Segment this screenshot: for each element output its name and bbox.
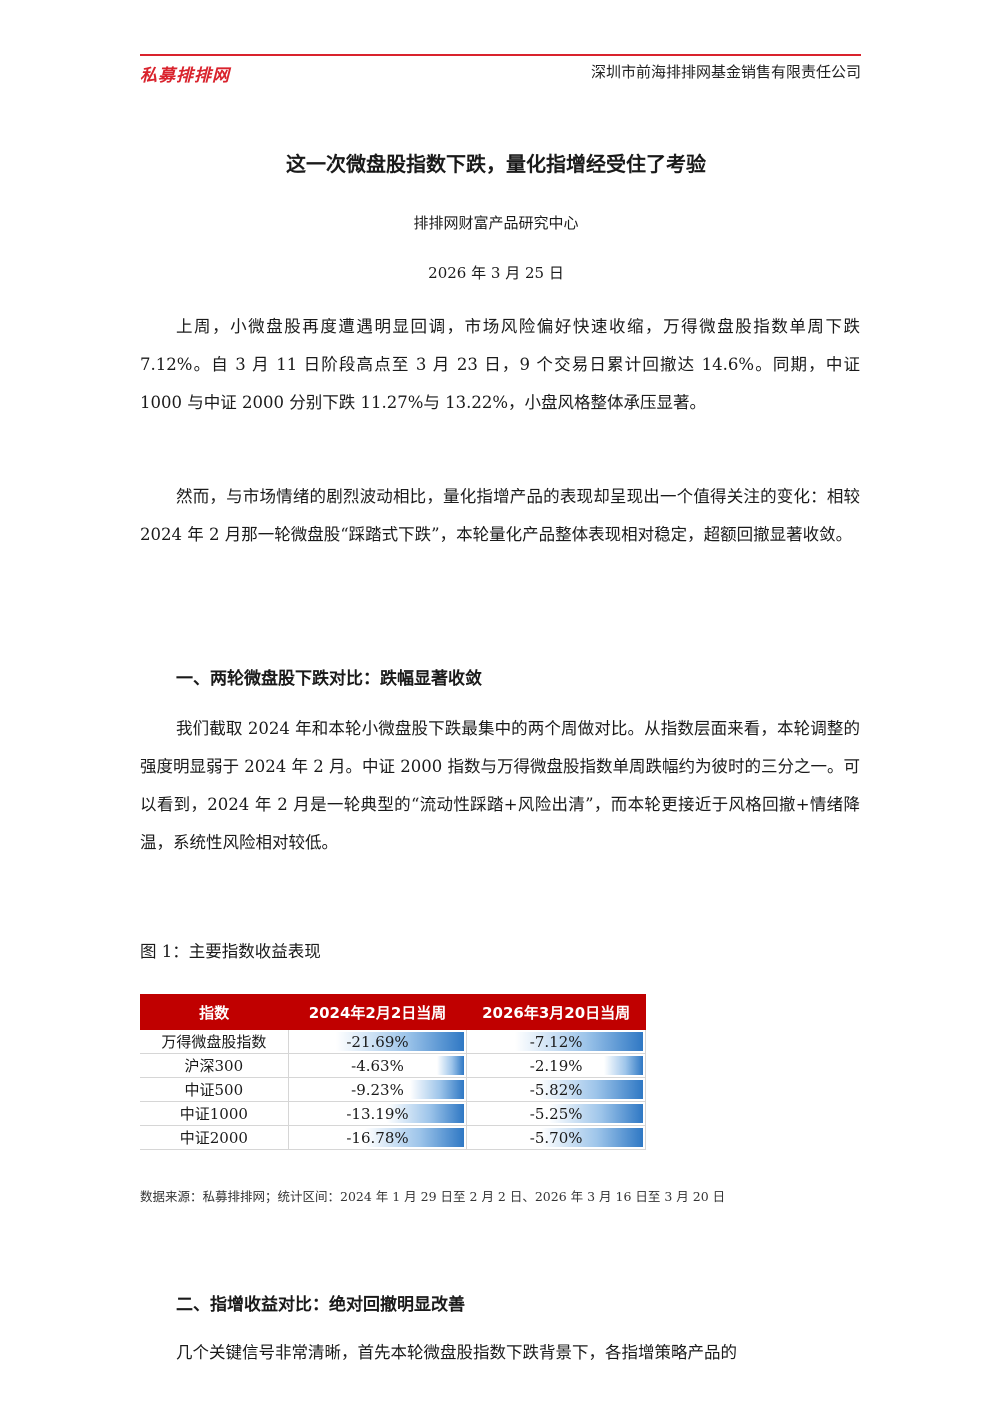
section-heading-1: 一、两轮微盘股下跌对比：跌幅显著收敛 xyxy=(176,669,482,689)
table-row: 中证2000 -16.78% -5.70% xyxy=(140,1125,646,1150)
figure-caption: 图 1：主要指数收益表现 xyxy=(140,942,321,961)
article-author: 排排网财富产品研究中心 xyxy=(413,214,579,232)
index-return-table: 指数 2024年2月2日当周 2026年3月20日当周 万得微盘股指数 -21.6… xyxy=(140,994,646,1150)
section-heading-2: 二、指增收益对比：绝对回撤明显改善 xyxy=(176,1295,465,1315)
header-2024: 2024年2月2日当周 xyxy=(288,994,467,1030)
return-cell-2026: -5.70% xyxy=(466,1125,646,1150)
header-rule xyxy=(140,54,861,56)
table-row: 中证1000 -13.19% -5.25% xyxy=(140,1101,646,1126)
data-source-note: 数据来源：私募排排网；统计区间：2024 年 1 月 29 日至 2 月 2 日… xyxy=(140,1189,726,1204)
data-bar-2024 xyxy=(409,1080,465,1099)
data-bar-2024 xyxy=(336,1032,465,1051)
return-cell-2026: -5.82% xyxy=(466,1077,646,1102)
paragraph-2: 然而，与市场情绪的剧烈波动相比，量化指增产品的表现却呈现出一个值得关注的变化：相… xyxy=(140,487,860,544)
page-header: 私募排排网 深圳市前海排排网基金销售有限责任公司 xyxy=(140,54,861,86)
company-name: 深圳市前海排排网基金销售有限责任公司 xyxy=(590,63,861,81)
index-name-cell: 万得微盘股指数 xyxy=(140,1030,289,1054)
return-value-2024: -9.23% xyxy=(351,1080,404,1099)
return-value-2024: -21.69% xyxy=(346,1032,409,1051)
index-name-cell: 中证2000 xyxy=(140,1125,289,1150)
return-cell-2026: -7.12% xyxy=(466,1030,646,1054)
return-value-2026: -7.12% xyxy=(529,1032,583,1051)
header-2026: 2026年3月20日当周 xyxy=(466,994,646,1030)
return-cell-2024: -13.19% xyxy=(288,1101,468,1126)
index-name-cell: 中证500 xyxy=(140,1077,289,1102)
data-bar-2024 xyxy=(365,1128,465,1147)
data-bar-2026 xyxy=(540,1128,643,1147)
logo: 私募排排网 xyxy=(140,66,230,86)
data-bar-2026 xyxy=(515,1032,643,1051)
return-value-2026: -5.82% xyxy=(529,1080,583,1099)
return-cell-2024: -21.69% xyxy=(288,1030,468,1054)
table-row: 万得微盘股指数 -21.69% -7.12% xyxy=(140,1030,646,1054)
paragraph-3: 我们截取 2024 年和本轮小微盘股下跌最集中的两个周做对比。从指数层面来看，本… xyxy=(140,719,860,852)
table-row: 沪深300 -4.63% -2.19% xyxy=(140,1053,646,1078)
data-bar-2026 xyxy=(538,1080,643,1099)
data-bar-2024 xyxy=(437,1056,465,1075)
data-bar-2024 xyxy=(386,1104,465,1123)
return-value-2024: -16.78% xyxy=(346,1128,409,1147)
data-bar-2026 xyxy=(603,1056,643,1075)
data-bar-2026 xyxy=(548,1104,643,1123)
paragraph-1: 上周，小微盘股再度遭遇明显回调，市场风险偏好快速收缩，万得微盘股指数单周下跌 7… xyxy=(140,317,860,412)
index-name-cell: 沪深300 xyxy=(140,1053,289,1078)
return-cell-2026: -5.25% xyxy=(466,1101,646,1126)
header-index: 指数 xyxy=(140,994,289,1030)
return-cell-2024: -4.63% xyxy=(288,1053,468,1078)
paragraph-4: 几个关键信号非常清晰，首先本轮微盘股指数下跌背景下，各指增策略产品的 xyxy=(176,1343,737,1362)
table-header-row: 指数 2024年2月2日当周 2026年3月20日当周 xyxy=(140,994,646,1030)
return-cell-2024: -9.23% xyxy=(288,1077,468,1102)
article-title: 这一次微盘股指数下跌，量化指增经受住了考验 xyxy=(286,152,706,176)
return-cell-2026: -2.19% xyxy=(466,1053,646,1078)
index-name-cell: 中证1000 xyxy=(140,1101,289,1126)
return-value-2024: -4.63% xyxy=(351,1056,404,1075)
return-value-2024: -13.19% xyxy=(346,1104,409,1123)
return-cell-2024: -16.78% xyxy=(288,1125,468,1150)
article-date: 2026 年 3 月 25 日 xyxy=(428,264,564,282)
table-row: 中证500 -9.23% -5.82% xyxy=(140,1077,646,1102)
return-value-2026: -2.19% xyxy=(529,1056,583,1075)
return-value-2026: -5.70% xyxy=(529,1128,583,1147)
return-value-2026: -5.25% xyxy=(529,1104,583,1123)
